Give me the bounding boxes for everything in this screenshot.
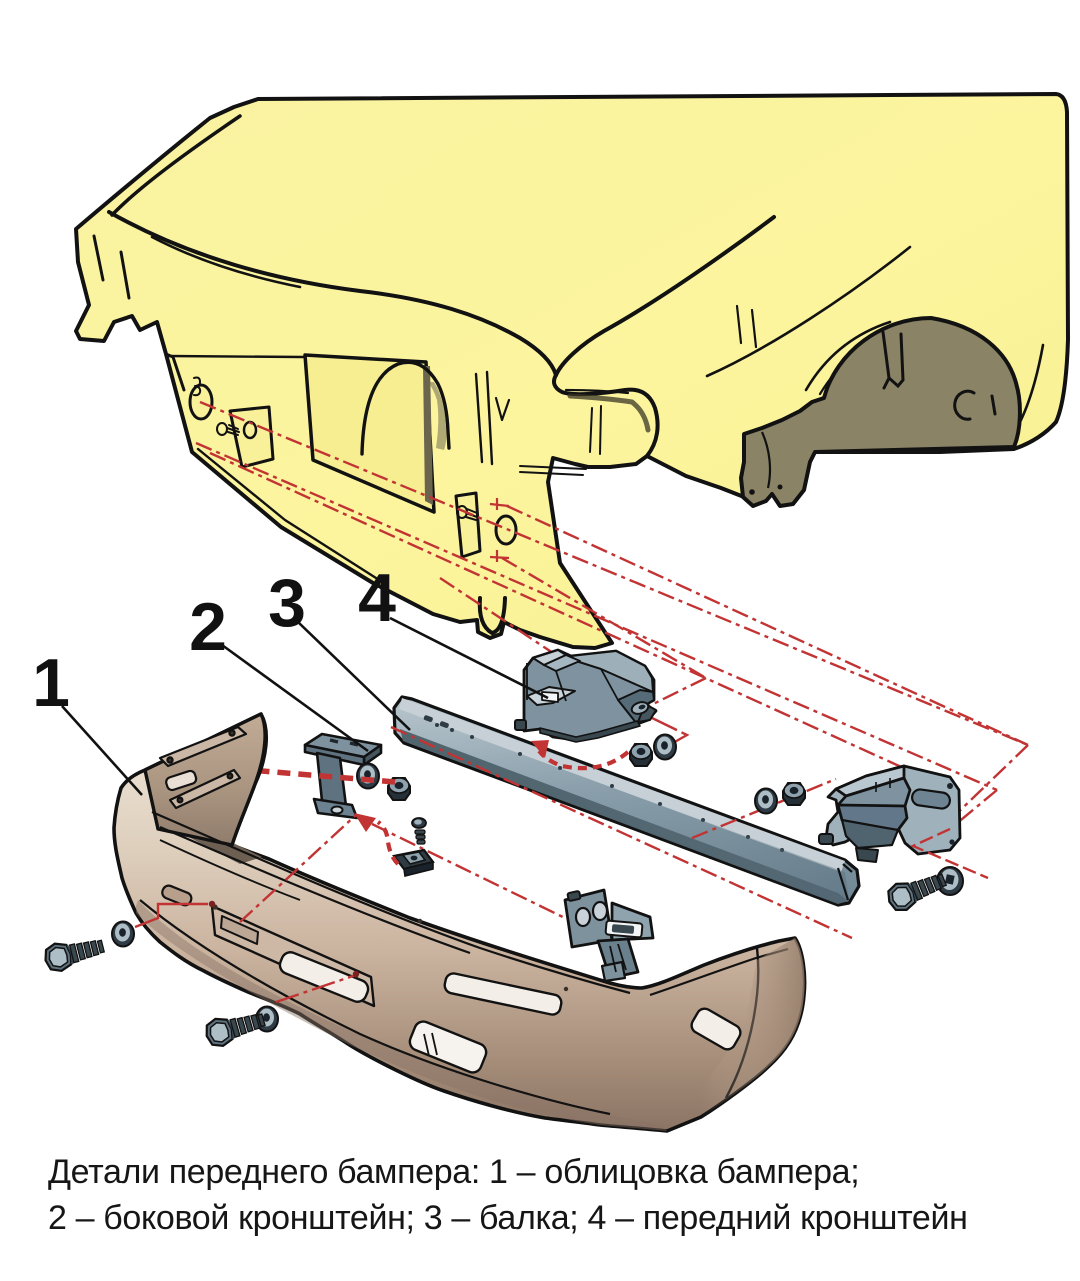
- svg-text:2: 2: [189, 589, 227, 665]
- svg-text:2 – боковой кронштейн; 3 – бал: 2 – боковой кронштейн; 3 – балка; 4 – пе…: [48, 1199, 968, 1237]
- svg-text:3: 3: [268, 565, 306, 641]
- svg-text:Детали переднего бампера: 1 –: Детали переднего бампера: 1 – облицовка …: [48, 1153, 859, 1191]
- svg-text:4: 4: [358, 560, 396, 636]
